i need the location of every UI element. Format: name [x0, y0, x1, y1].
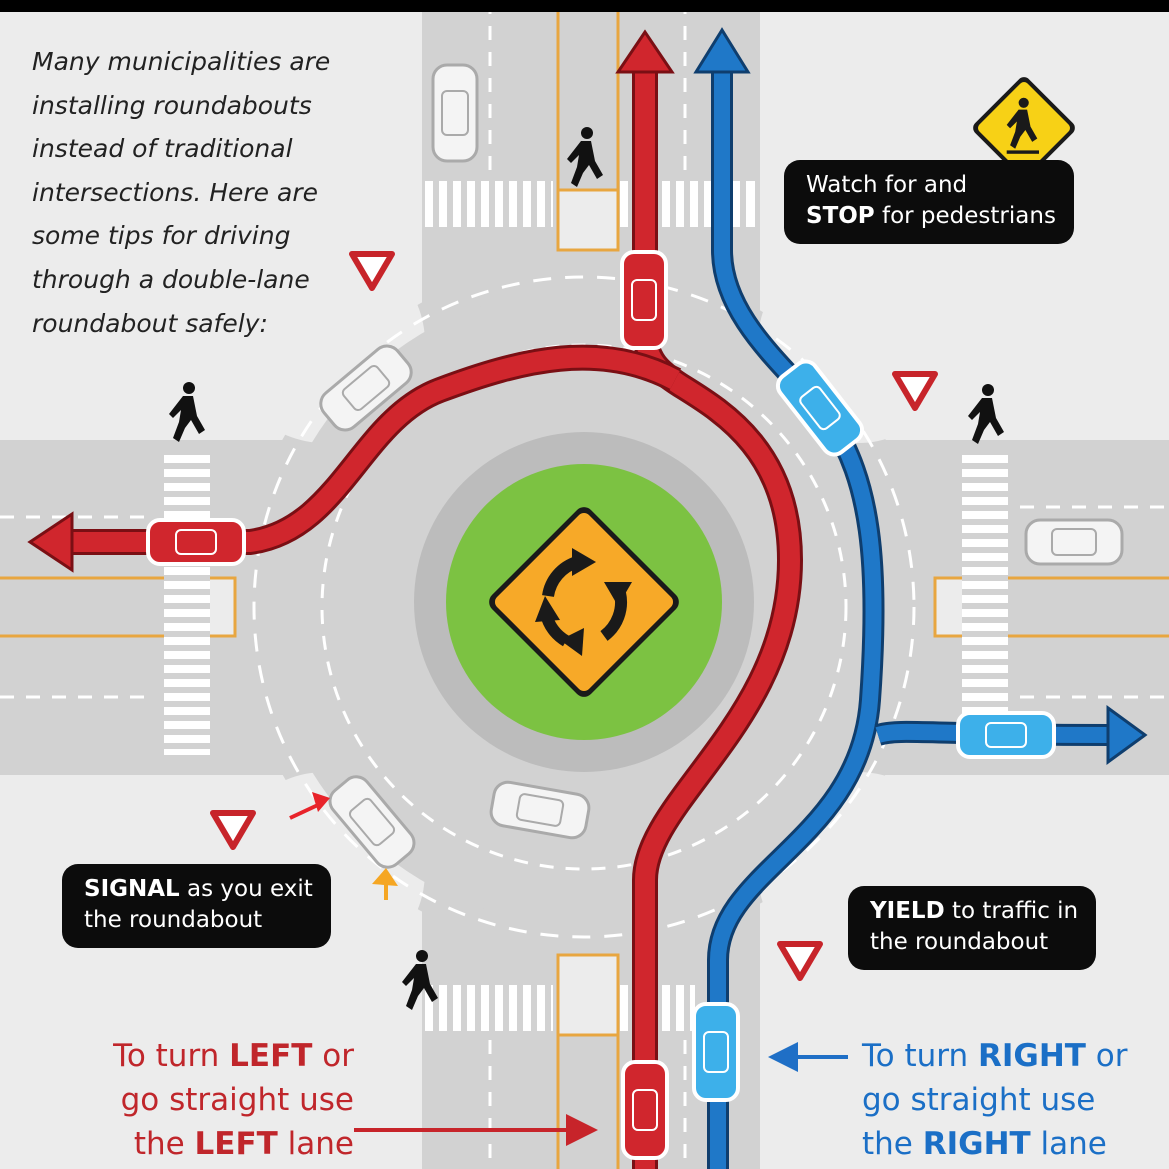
yield-sign-icon	[892, 371, 938, 411]
gray-car-east	[1024, 518, 1124, 566]
left-lane-instruction: To turn LEFT or go straight use the LEFT…	[70, 1034, 354, 1166]
intro-line: intersections. Here are	[32, 177, 318, 207]
yield-sign-icon	[777, 941, 823, 981]
instruction-line: the LEFT lane	[70, 1122, 354, 1166]
pedestrian-callout: Watch for and STOP for pedestrians	[784, 160, 1074, 244]
red-cars	[146, 250, 669, 1160]
instruction-text: or	[1085, 1038, 1128, 1074]
instruction-bold: RIGHT	[978, 1038, 1086, 1074]
callout-rest: for pedestrians	[874, 203, 1056, 229]
roundabout-warning-sign	[489, 507, 679, 697]
instruction-text: To turn	[862, 1038, 978, 1074]
callout-bold: YIELD	[870, 898, 945, 924]
pedestrian-icon	[169, 382, 205, 442]
intro-text: Many municipalities are installing round…	[32, 40, 372, 345]
pedestrians	[169, 127, 1004, 1010]
blue-car-south	[692, 1002, 740, 1102]
callout-rest: as you exit	[179, 876, 313, 902]
instruction-text: the	[133, 1126, 195, 1162]
yield-sign-icon	[349, 251, 395, 291]
intro-line: installing roundabouts	[32, 90, 312, 120]
instruction-bold: RIGHT	[922, 1126, 1031, 1162]
instruction-text: lane	[277, 1126, 354, 1162]
instruction-bold: LEFT	[194, 1126, 278, 1162]
instruction-text: lane	[1030, 1126, 1107, 1162]
red-car-west	[146, 518, 246, 566]
right-lane-instruction: To turn RIGHT or go straight use the RIG…	[862, 1034, 1162, 1166]
left-arrow-red	[27, 511, 74, 573]
blue-car-east	[956, 711, 1056, 759]
red-car-north	[620, 250, 668, 350]
yield-callout: YIELD to traffic in the roundabout	[848, 886, 1097, 970]
signal-callout: SIGNAL as you exit the roundabout	[62, 864, 331, 948]
instruction-line: the RIGHT lane	[862, 1122, 1162, 1166]
intro-line: instead of traditional	[32, 134, 293, 164]
instruction-bold: LEFT	[229, 1038, 313, 1074]
intro-line: Many municipalities are	[32, 47, 331, 76]
callout-line: STOP for pedestrians	[806, 201, 1056, 232]
callout-bold: SIGNAL	[84, 876, 180, 902]
gray-car-southwest	[328, 775, 416, 869]
blue-car-northeast	[775, 359, 865, 457]
instruction-line: To turn RIGHT or	[862, 1034, 1162, 1078]
instruction-text: To turn	[113, 1038, 230, 1074]
gray-car-south-inner	[489, 780, 591, 840]
callout-line: SIGNAL as you exit	[84, 874, 313, 905]
callout-line: YIELD to traffic in	[870, 896, 1078, 927]
instruction-line: go straight use	[862, 1082, 1096, 1118]
up-arrow-red	[615, 29, 675, 74]
up-arrow-blue	[693, 27, 751, 74]
gray-car-northwest	[319, 344, 413, 432]
callout-line: Watch for and	[806, 172, 968, 198]
callout-rest: to traffic in	[944, 898, 1079, 924]
pedestrian-icon	[402, 950, 438, 1010]
turn-signal-arrows	[289, 792, 398, 900]
instruction-text: the	[862, 1126, 923, 1162]
instruction-line: To turn LEFT or	[70, 1034, 354, 1078]
yield-sign-icon	[210, 810, 256, 850]
callout-bold: STOP	[806, 203, 875, 229]
intro-line: some tips for driving	[32, 221, 291, 251]
top-border	[0, 0, 1169, 12]
lane-pointer-arrows	[354, 1042, 848, 1146]
gray-car-north	[431, 63, 479, 163]
callout-line: the roundabout	[84, 907, 263, 933]
right-arrow-blue	[1106, 705, 1148, 765]
background-cars	[319, 63, 1124, 869]
callout-line: the roundabout	[870, 929, 1049, 955]
intro-line: roundabout safely:	[32, 308, 268, 338]
pedestrian-icon	[968, 384, 1004, 444]
instruction-text: or	[312, 1038, 354, 1074]
intro-line: through a double-lane	[32, 264, 310, 294]
left-lane-path	[27, 29, 804, 1169]
yield-signs	[210, 251, 938, 981]
instruction-line: go straight use	[120, 1082, 354, 1118]
pedestrian-icon	[567, 127, 603, 187]
pedestrian-crossing-sign	[973, 77, 1075, 179]
red-car-south	[621, 1060, 669, 1160]
blue-cars	[692, 359, 1056, 1102]
